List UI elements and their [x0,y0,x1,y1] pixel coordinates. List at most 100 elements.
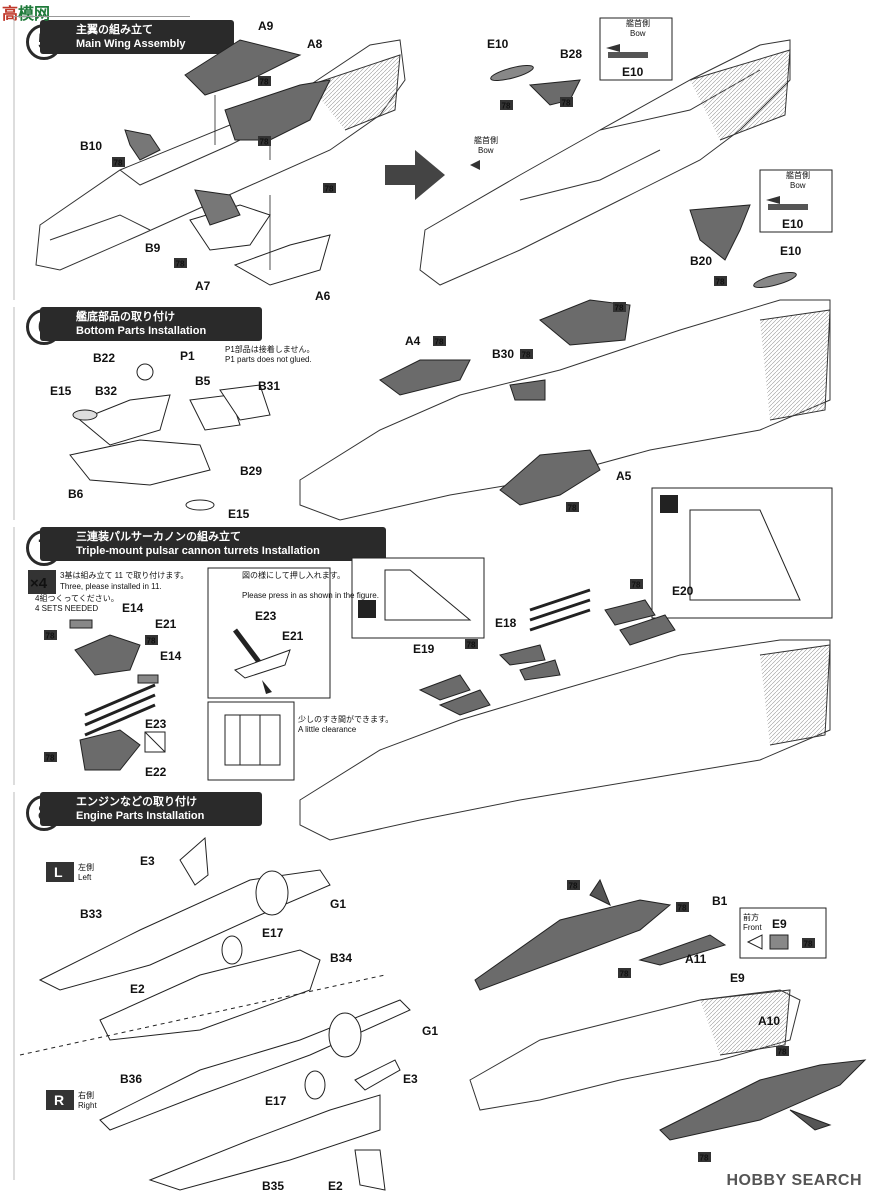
step5-part-e10-bottom [753,272,797,288]
label-P1: P1 [180,349,195,363]
step5-part-b9 [194,189,241,226]
step8-assembly-hull [469,989,801,1111]
step7-sets-en: 4 SETS NEEDED [35,604,98,613]
paint-badge: 78 [678,904,687,913]
paint-badge: 78 [260,138,269,147]
step-7-title-jp: 三連装パルサーカノンの組み立て [76,531,241,543]
paint-badge: 78 [522,351,531,360]
paint-badge: 78 [615,304,624,313]
step8-engine-left-gray [474,878,672,991]
label-A8: A8 [307,37,323,51]
step8-e9-swatch [769,934,789,950]
step5-wing-a9 [184,39,302,96]
paint-badge: 78 [114,159,123,168]
step-6-title-en: Bottom Parts Installation [76,325,207,337]
paint-badge: 78 [325,185,334,194]
label-E15-bottom: E15 [228,507,250,521]
side-badges: L R [54,864,64,1108]
step6-part-a5 [499,449,601,506]
step-5-title-jp: 主翼の組み立て [76,24,153,36]
right-label-en: Right [78,1101,97,1110]
right-label-jp: 右側 [78,1090,94,1100]
step-5-title-en: Main Wing Assembly [76,38,186,50]
label-A6: A6 [315,289,331,303]
paint-badge: 78 [569,882,578,891]
step7-clearance-en: A little clearance [298,725,357,734]
right-badge: R [54,1092,64,1108]
step6-part-a4 [379,359,471,396]
label-A10: A10 [758,1014,780,1028]
step7-press-jp: 図の様にして押し入れます。 [242,570,345,580]
label-E15-top: E15 [50,384,72,398]
label-B20: B20 [690,254,712,268]
step7-note-jp: 3基は組み立て 11 で取り付けます。 [60,570,188,580]
label-E17-right: E17 [265,1094,287,1108]
watermark-rest: 模网 [18,6,51,23]
bow-arrow-jp: 艦首側 [474,135,498,145]
step5-wing-a6 [233,234,331,286]
step5-bow-box-2 [759,169,833,233]
label-B28: B28 [560,47,582,61]
label-B5: B5 [195,374,211,388]
step7-sets-jp: 4組つくってください。 [35,593,119,603]
step8-front-arrow-icon [746,934,763,950]
step-7-title-en: Triple-mount pulsar cannon turrets Insta… [76,545,320,557]
label-B29: B29 [240,464,262,478]
hobby-search-text: HOBBY SEARCH [726,1172,862,1189]
paint-badge: 78 [562,99,571,108]
label-G1-left: G1 [330,897,346,911]
label-E10-top: E10 [487,37,509,51]
step7-qty-bg [28,570,56,594]
label-E3-left: E3 [140,854,155,868]
label-E10-bottom: E10 [780,244,802,258]
paint-badge: 78 [147,637,156,646]
step7-note-en: Three, please installed in 11. [60,582,162,591]
step8-right-badge-bg [46,1090,74,1110]
left-label-en: Left [78,873,92,882]
paint-badge: 78 [700,1154,709,1163]
step-6-title-jp: 艦底部品の取り付け [76,311,175,323]
bow-box-2-part: E10 [782,217,804,231]
step-5-header: 主翼の組み立て Main Wing Assembly [40,20,234,54]
step-8-title-en: Engine Parts Installation [76,810,205,822]
step6-part-b30 [509,379,546,401]
label-A9: A9 [258,19,274,33]
label-B22: B22 [93,351,115,365]
step6-hull [299,299,831,521]
step5-part-b10 [124,129,161,161]
paint-badge: 78 [568,504,577,513]
paint-badge: 78 [632,581,641,590]
step8-part-b1 [638,934,727,966]
step6-note-en: P1 parts does not glued. [225,355,312,364]
label-E9-box: E9 [772,917,787,931]
label-B31: B31 [258,379,280,393]
bow-box-1-jp: 艦首側 [626,18,650,28]
label-B9: B9 [145,241,161,255]
label-E17-left: E17 [262,926,284,940]
step8-left-badge-bg [46,862,74,882]
paint-badge: 78 [620,970,629,979]
label-B32: B32 [95,384,117,398]
label-B6: B6 [68,487,84,501]
step-8-header: エンジンなどの取り付け Engine Parts Installation [40,792,262,826]
step6-note-jp: P1部品は接着しません。 [225,344,315,354]
front-box-jp: 前方 [743,912,759,922]
left-badge: L [54,864,63,880]
paint-badge: 78 [467,641,476,650]
label-E19: E19 [413,642,435,656]
paint-badge: 78 [260,78,269,87]
step8-engine-right [99,999,411,1191]
label-A7: A7 [195,279,211,293]
label-A4: A4 [405,334,421,348]
step5-bow-box-1 [599,17,673,81]
step7-turret-right [529,588,591,632]
step5-wing-b20 [689,204,751,261]
box-part-labels: E10 E10 [622,65,804,231]
notes: P1部品は接着しません。 P1 parts does not glued. 3基… [35,18,810,1110]
label-E18: E18 [495,616,517,630]
step7-fin-figure [358,569,472,621]
paint-badge: 78 [716,278,725,287]
step8-engine-right-gray [659,1059,867,1141]
